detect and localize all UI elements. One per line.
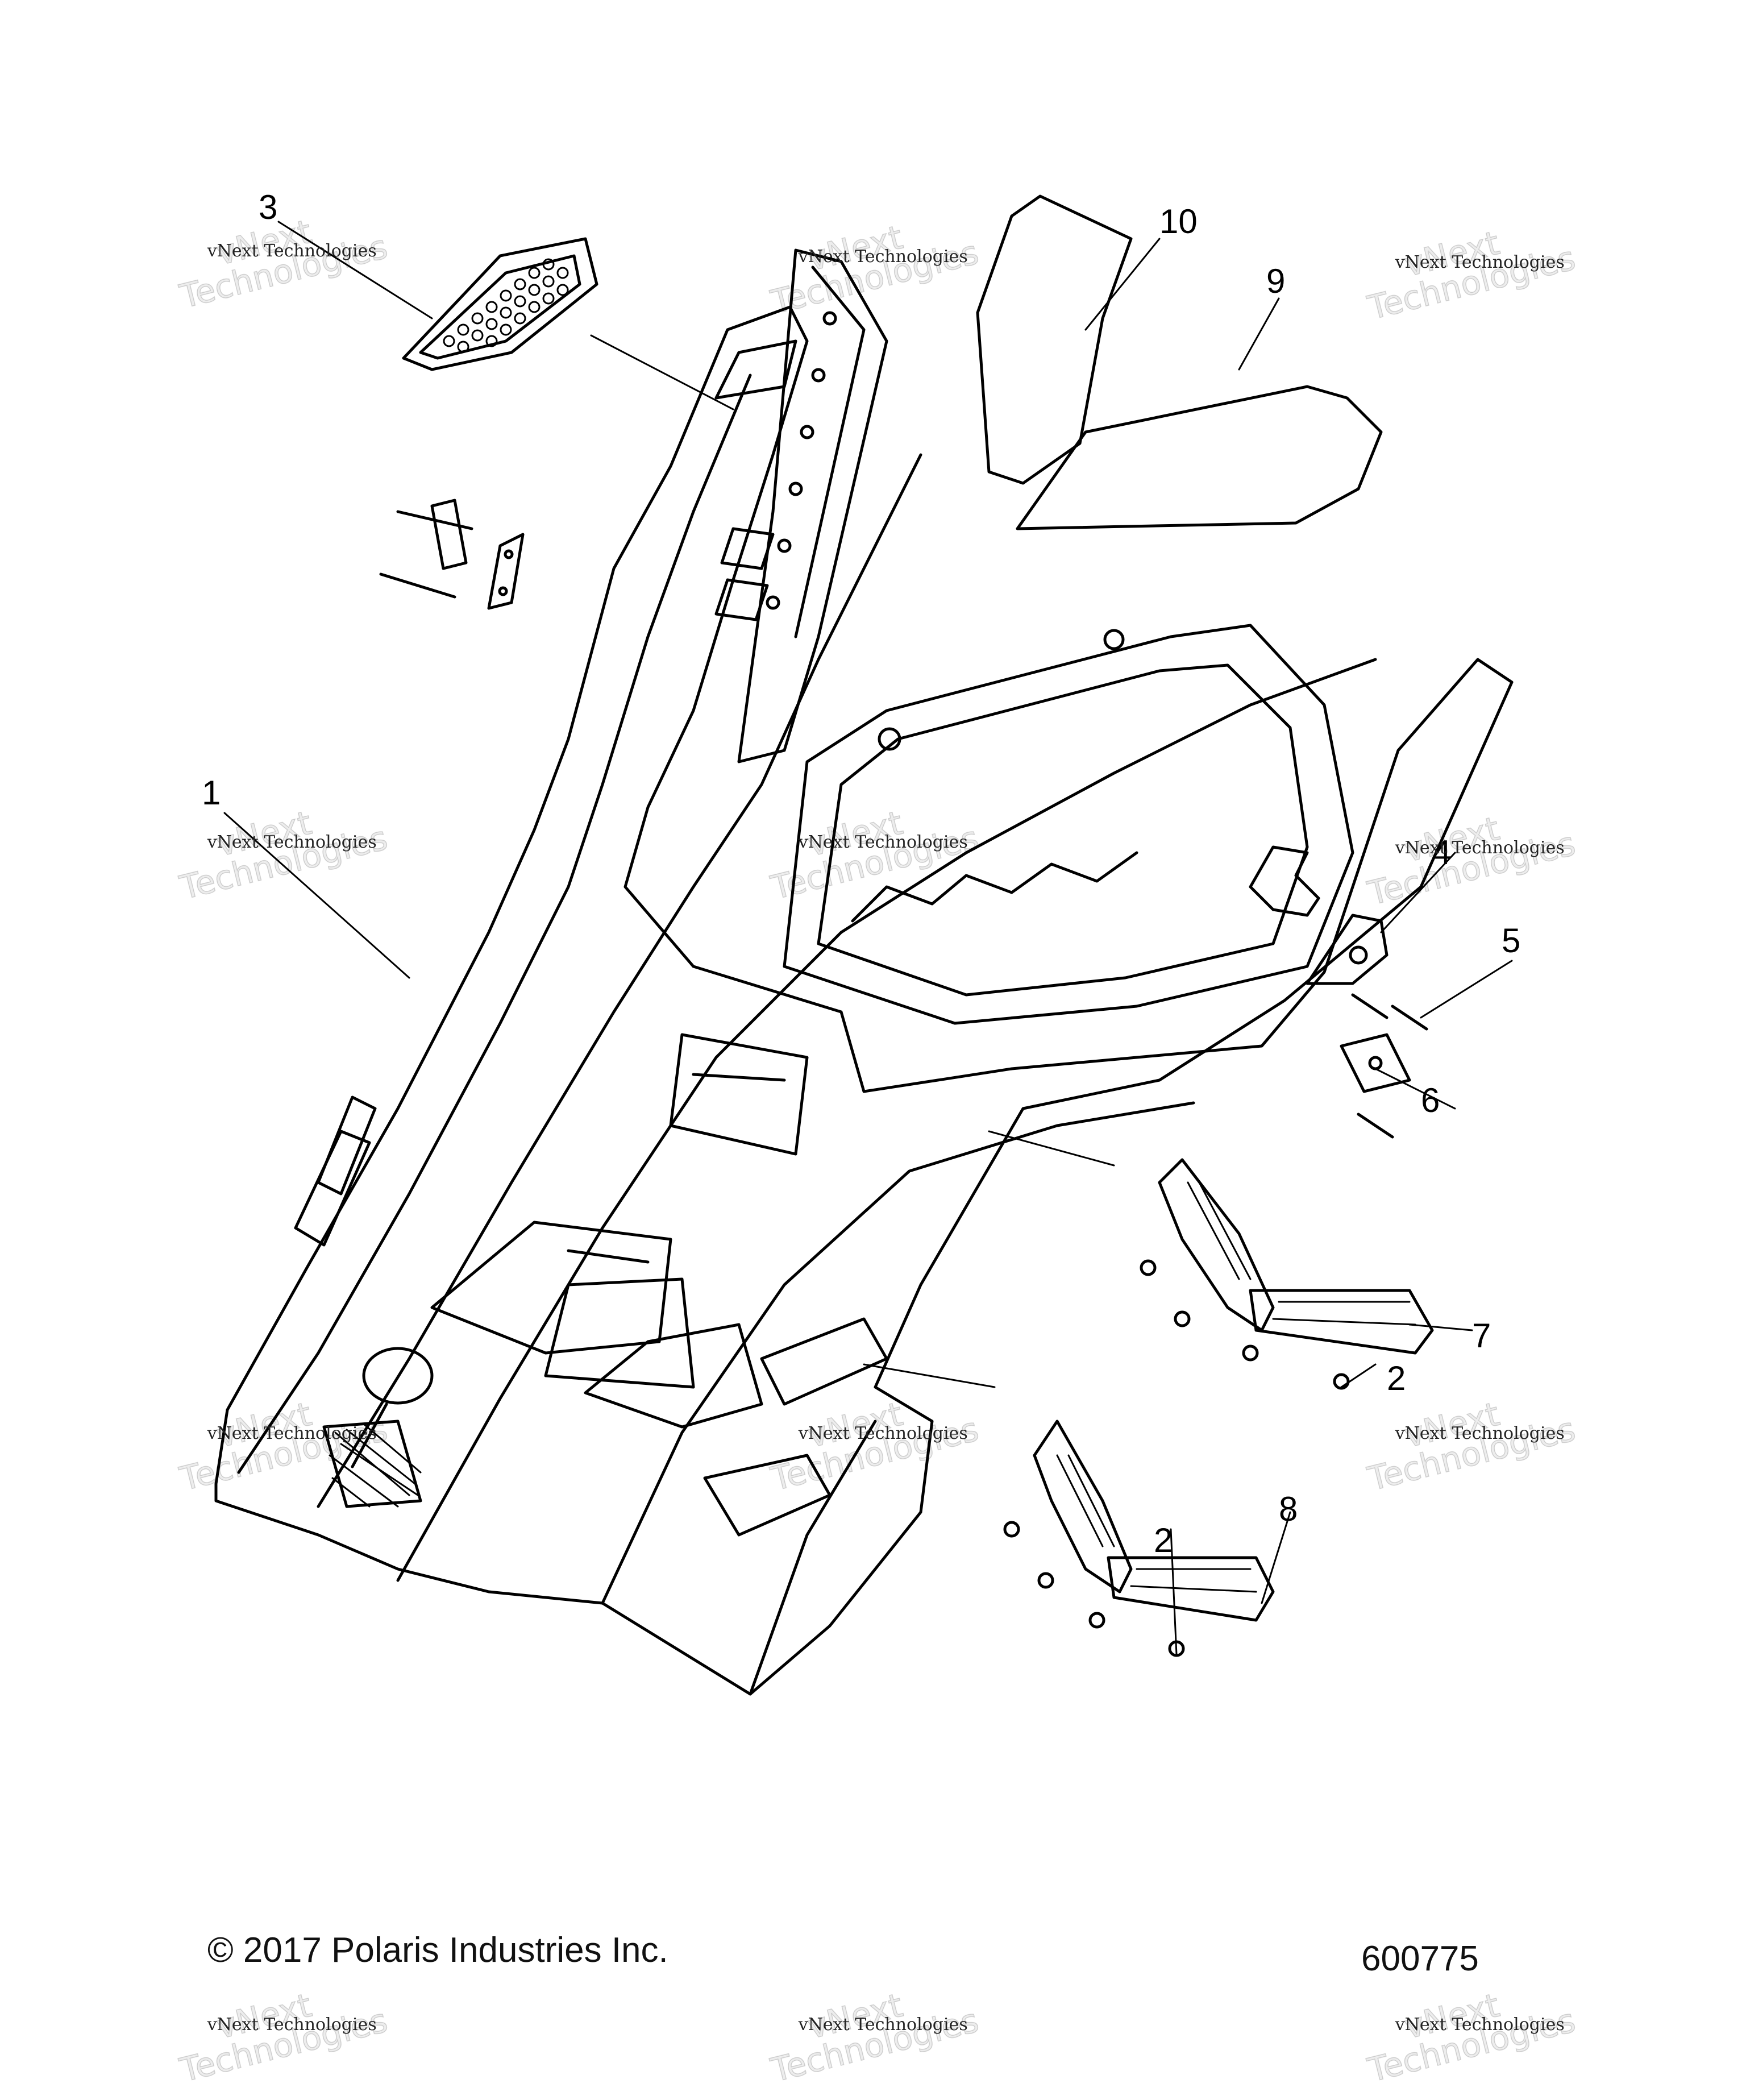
- body-panel-part: [214, 305, 1514, 1696]
- callout-1: 1: [202, 774, 221, 812]
- fastener-part-5: [1351, 993, 1428, 1139]
- callout-6: 6: [1421, 1081, 1440, 1119]
- callout-9: 9: [1266, 262, 1286, 300]
- callout-4: 4: [1432, 833, 1452, 871]
- bracket-hardware: [379, 499, 525, 610]
- bracket-part-4: [1249, 845, 1389, 985]
- callout-7: 7: [1472, 1317, 1491, 1355]
- callout-2a: 2: [1387, 1359, 1406, 1397]
- callout-2b: 2: [1154, 1521, 1173, 1559]
- leader-lines: [223, 221, 1513, 1655]
- callout-3: 3: [259, 188, 278, 226]
- decal-part-9: [1016, 385, 1383, 530]
- callout-10: 10: [1159, 202, 1198, 240]
- step-plate-part-7: [1140, 1158, 1434, 1390]
- copyright-notice: © 2017 Polaris Industries Inc.: [207, 1931, 668, 1970]
- callout-5: 5: [1502, 922, 1521, 960]
- decal-part-10: [976, 194, 1133, 485]
- figure-number: 600775: [1361, 1939, 1479, 1978]
- step-plate-part-8: [1003, 1420, 1275, 1657]
- vent-part-3: [402, 237, 598, 371]
- clip-part-6: [1340, 1033, 1411, 1093]
- callout-8: 8: [1279, 1490, 1298, 1528]
- dash-upright: [714, 248, 888, 763]
